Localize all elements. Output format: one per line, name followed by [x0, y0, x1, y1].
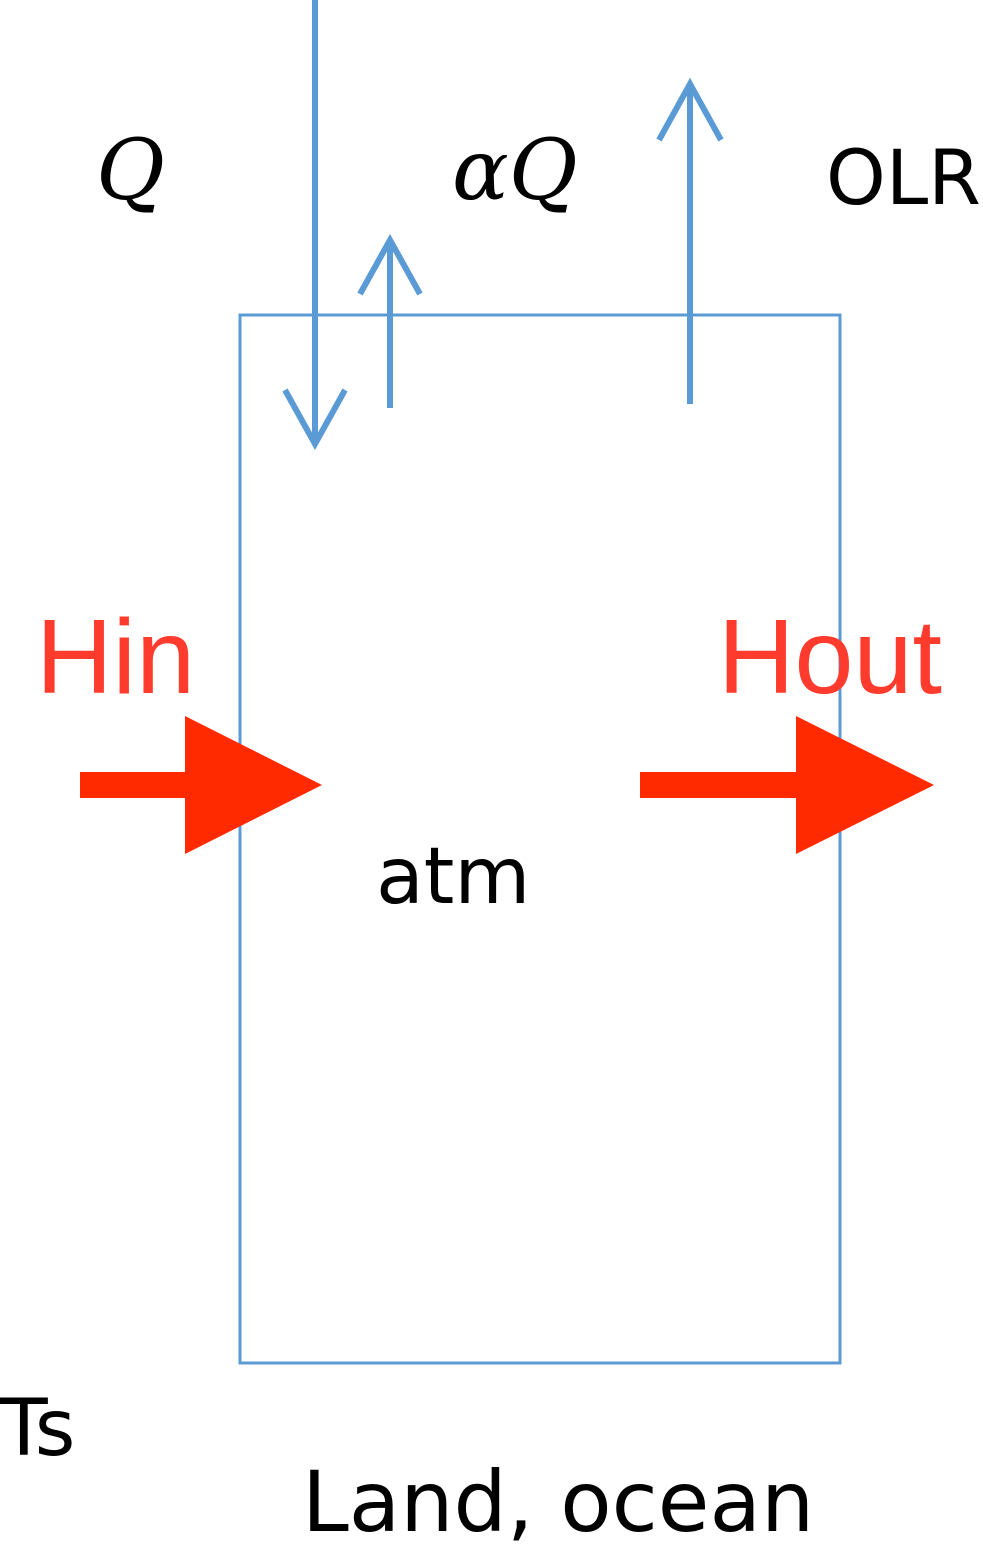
incoming-radiation-label: Q	[96, 121, 165, 219]
heat-out-arrow	[640, 716, 934, 854]
heat-in-arrow	[80, 716, 322, 854]
olr-arrow	[656, 77, 724, 404]
incoming-radiation-arrow	[282, 0, 348, 451]
reflected-radiation-arrow	[357, 233, 423, 408]
surface-temperature-label: Ts	[0, 1384, 76, 1474]
atmosphere-label: atm	[376, 832, 531, 922]
heat-in-label: Hin	[36, 598, 196, 716]
atmosphere-box	[238, 313, 842, 1365]
heat-out-label: Hout	[718, 598, 942, 716]
surface-label: Land, ocean	[302, 1453, 815, 1550]
reflected-radiation-label: αQ	[452, 121, 578, 219]
olr-label: OLR	[826, 133, 981, 222]
